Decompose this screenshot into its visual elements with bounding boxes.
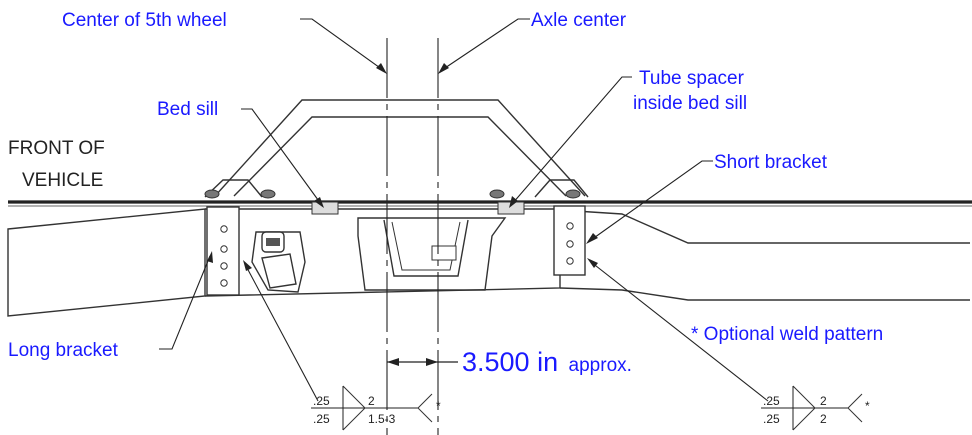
- weld-right-tail: *: [865, 399, 870, 413]
- label-tube-spacer-line2: inside bed sill: [633, 93, 747, 114]
- labels: Center of 5th wheel Axle center Tube spa…: [8, 10, 883, 377]
- short-bracket: [553, 205, 586, 276]
- truck-bed-floor: [8, 200, 972, 207]
- weld-symbol-right: .25 .25 2 2 *: [761, 385, 870, 431]
- label-axle-center: Axle center: [531, 10, 627, 31]
- center-lines: [386, 38, 439, 435]
- weld-right-top-length: 2: [820, 394, 827, 408]
- dimension-arrow: [387, 358, 458, 366]
- label-front-line2: VEHICLE: [22, 170, 103, 191]
- label-fifth-wheel-center: Center of 5th wheel: [62, 10, 227, 31]
- dimension-value: 3.500 in: [462, 347, 558, 377]
- weld-left-tail: *: [436, 399, 441, 413]
- weld-symbol-left: .25 .25 2 1.5-3 *: [311, 385, 441, 431]
- leader-lines: [159, 18, 769, 402]
- label-long-bracket: Long bracket: [8, 340, 119, 361]
- weld-right-bottom-size: .25: [763, 412, 780, 426]
- dimension-label: 3.500 in approx.: [462, 347, 632, 377]
- weld-right-bottom-length: 2: [820, 412, 827, 426]
- bed-sill: [311, 201, 525, 215]
- weld-left-bottom-size: .25: [313, 412, 330, 426]
- long-bracket: [206, 206, 240, 296]
- latch-mechanism: [251, 231, 306, 293]
- weld-left-top-length: 2: [368, 394, 375, 408]
- label-short-bracket: Short bracket: [714, 152, 828, 173]
- label-optional-weld: * Optional weld pattern: [691, 324, 883, 345]
- label-tube-spacer-line1: Tube spacer: [639, 68, 745, 89]
- dimension-suffix: approx.: [569, 355, 632, 376]
- frame-rail: [7, 208, 970, 317]
- label-bed-sill: Bed sill: [157, 99, 218, 120]
- weld-right-top-size: .25: [763, 394, 780, 408]
- weld-left-bottom-length: 1.5-3: [368, 412, 396, 426]
- weld-left-top-size: .25: [313, 394, 330, 408]
- center-crossmember: [357, 217, 507, 291]
- gooseneck-arch: [204, 99, 589, 199]
- label-front-line1: FRONT OF: [8, 138, 105, 159]
